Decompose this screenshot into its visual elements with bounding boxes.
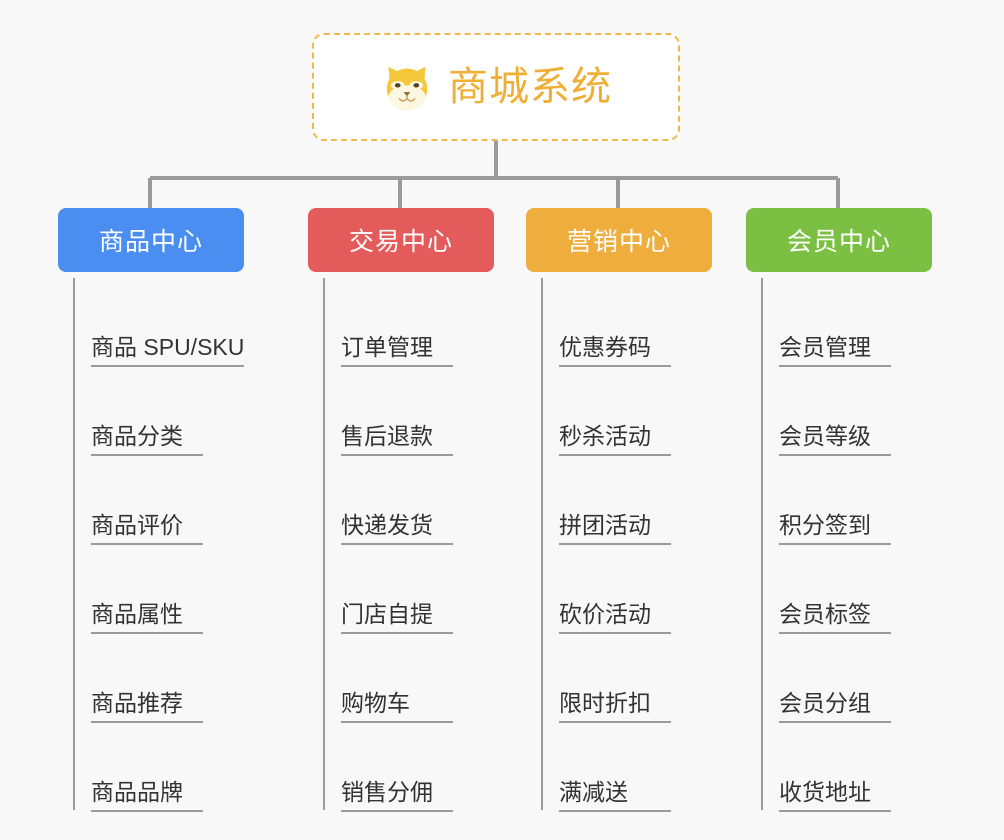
leaf-list-product-center: 商品 SPU/SKU 商品分类 商品评价 商品属性 商品推荐 商品品牌 (58, 278, 244, 812)
leaf-item[interactable]: 商品评价 (73, 456, 244, 545)
leaf-item[interactable]: 购物车 (323, 634, 494, 723)
leaf-item[interactable]: 商品品牌 (73, 723, 244, 812)
leaf-item[interactable]: 满减送 (541, 723, 712, 812)
leaf-item[interactable]: 商品分类 (73, 367, 244, 456)
leaf-list-marketing-center: 优惠券码 秒杀活动 拼团活动 砍价活动 限时折扣 满减送 (526, 278, 712, 812)
leaf-label: 满减送 (559, 779, 671, 812)
leaf-item[interactable]: 限时折扣 (541, 634, 712, 723)
leaf-item[interactable]: 拼团活动 (541, 456, 712, 545)
branch-column-member-center: 会员中心 会员管理 会员等级 积分签到 会员标签 会员分组 收货地址 (746, 208, 932, 812)
leaf-item[interactable]: 积分签到 (761, 456, 932, 545)
category-box-marketing-center[interactable]: 营销中心 (526, 208, 712, 272)
leaf-item[interactable]: 销售分佣 (323, 723, 494, 812)
leaf-list-trade-center: 订单管理 售后退款 快递发货 门店自提 购物车 销售分佣 (308, 278, 494, 812)
leaf-item[interactable]: 秒杀活动 (541, 367, 712, 456)
leaf-label: 购物车 (341, 690, 453, 723)
leaf-item[interactable]: 砍价活动 (541, 545, 712, 634)
leaf-list-member-center: 会员管理 会员等级 积分签到 会员标签 会员分组 收货地址 (746, 278, 932, 812)
category-label: 商品中心 (98, 228, 203, 256)
leaf-label: 拼团活动 (559, 512, 671, 545)
leaf-label: 积分签到 (779, 512, 891, 545)
leaf-label: 订单管理 (341, 334, 453, 367)
leaf-item[interactable]: 售后退款 (323, 367, 494, 456)
branch-column-trade-center: 交易中心 订单管理 售后退款 快递发货 门店自提 购物车 销售分佣 (308, 208, 494, 812)
leaf-label: 商品评价 (91, 512, 203, 545)
root-title: 商城系统 (448, 65, 612, 109)
leaf-item[interactable]: 会员等级 (761, 367, 932, 456)
leaf-item[interactable]: 商品推荐 (73, 634, 244, 723)
leaf-label: 快递发货 (341, 512, 453, 545)
leaf-item[interactable]: 会员管理 (761, 278, 932, 367)
leaf-label: 秒杀活动 (559, 423, 671, 456)
leaf-label: 商品分类 (91, 423, 203, 456)
leaf-label: 会员标签 (779, 601, 891, 634)
leaf-item[interactable]: 快递发货 (323, 456, 494, 545)
leaf-label: 会员管理 (779, 334, 891, 367)
leaf-item[interactable]: 商品 SPU/SKU (73, 278, 244, 367)
category-box-product-center[interactable]: 商品中心 (58, 208, 244, 272)
leaf-item[interactable]: 会员标签 (761, 545, 932, 634)
branch-column-product-center: 商品中心 商品 SPU/SKU 商品分类 商品评价 商品属性 商品推荐 商品品牌 (58, 208, 244, 812)
leaf-item[interactable]: 订单管理 (323, 278, 494, 367)
leaf-label: 优惠券码 (559, 334, 671, 367)
category-label: 交易中心 (348, 228, 453, 256)
leaf-label: 会员等级 (779, 423, 891, 456)
leaf-label: 商品属性 (91, 601, 203, 634)
category-box-member-center[interactable]: 会员中心 (746, 208, 932, 272)
leaf-label: 销售分佣 (341, 779, 453, 812)
leaf-label: 商品品牌 (91, 779, 203, 812)
leaf-item[interactable]: 收货地址 (761, 723, 932, 812)
leaf-label: 商品 SPU/SKU (91, 334, 244, 367)
leaf-label: 会员分组 (779, 690, 891, 723)
leaf-label: 商品推荐 (91, 690, 203, 723)
branch-column-marketing-center: 营销中心 优惠券码 秒杀活动 拼团活动 砍价活动 限时折扣 满减送 (526, 208, 712, 812)
category-label: 会员中心 (786, 228, 891, 256)
root-node[interactable]: 商城系统 (312, 33, 680, 141)
leaf-label: 门店自提 (341, 601, 453, 634)
leaf-label: 限时折扣 (559, 690, 671, 723)
leaf-item[interactable]: 优惠券码 (541, 278, 712, 367)
leaf-label: 收货地址 (779, 779, 891, 812)
shiba-dog-face-icon (386, 66, 428, 111)
leaf-item[interactable]: 商品属性 (73, 545, 244, 634)
leaf-label: 售后退款 (341, 423, 453, 456)
category-box-trade-center[interactable]: 交易中心 (308, 208, 494, 272)
leaf-label: 砍价活动 (559, 601, 671, 634)
leaf-item[interactable]: 门店自提 (323, 545, 494, 634)
leaf-item[interactable]: 会员分组 (761, 634, 932, 723)
category-label: 营销中心 (566, 228, 671, 256)
